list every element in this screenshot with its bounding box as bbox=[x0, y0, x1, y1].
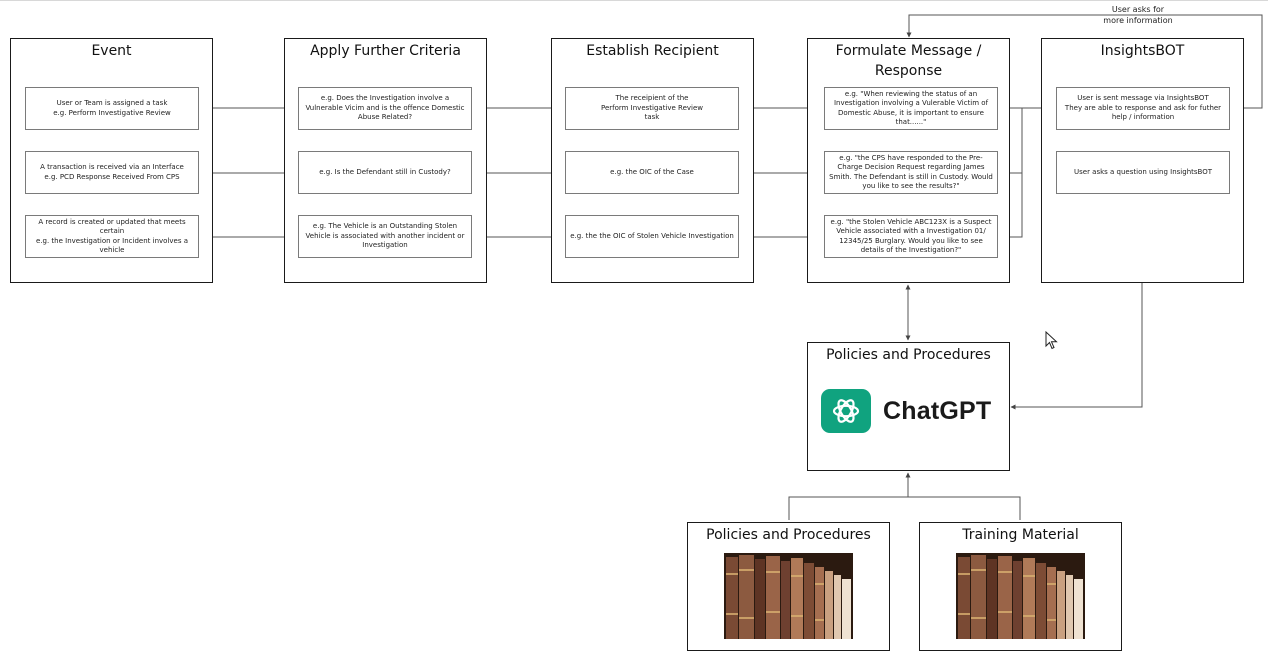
event-card-record: A record is created or updated that meet… bbox=[25, 215, 199, 258]
column-title: Establish Recipient bbox=[586, 43, 719, 59]
criteria-card-domestic-abuse: e.g. Does the Investigation involve a Vu… bbox=[298, 87, 472, 130]
message-card-cps-response: e.g. "the CPS have responded to the Pre-… bbox=[824, 151, 998, 194]
bookshelf-image bbox=[724, 553, 853, 639]
window-top-border bbox=[0, 0, 1268, 1]
feedback-note: User asks for more information bbox=[1103, 5, 1173, 25]
recipient-card-oic-case: e.g. the OIC of the Case bbox=[565, 151, 739, 194]
bot-card-user-question: User asks a question using InsightsBOT bbox=[1056, 151, 1230, 194]
source-title: Policies and Procedures bbox=[706, 527, 871, 543]
openai-icon bbox=[821, 389, 871, 433]
message-card-stolen-vehicle: e.g. "the Stolen Vehicle ABC123X is a Su… bbox=[824, 215, 998, 258]
criteria-card-custody: e.g. Is the Defendant still in Custody? bbox=[298, 151, 472, 194]
recipient-card-review-task: The receipient of the Perform Investigat… bbox=[565, 87, 739, 130]
recipient-card-oic-stolen-vehicle: e.g. the the OIC of Stolen Vehicle Inves… bbox=[565, 215, 739, 258]
bookshelf-image bbox=[956, 553, 1085, 639]
column-title: Formulate Message / Response bbox=[835, 43, 982, 79]
message-card-domestic-abuse: e.g. "When reviewing the status of an In… bbox=[824, 87, 998, 130]
bot-card-message-sent: User is sent message via InsightsBOT The… bbox=[1056, 87, 1230, 130]
event-card-task-assigned: User or Team is assigned a task e.g. Per… bbox=[25, 87, 199, 130]
mouse-cursor-icon bbox=[1045, 331, 1058, 350]
column-title: InsightsBOT bbox=[1100, 43, 1185, 59]
connector-sources-policies bbox=[788, 496, 1021, 520]
source-title: Training Material bbox=[962, 527, 1079, 543]
column-title: Apply Further Criteria bbox=[310, 43, 461, 59]
column-title: Event bbox=[91, 43, 132, 59]
chatgpt-wordmark: ChatGPT bbox=[883, 396, 992, 425]
chatgpt-logo: ChatGPT bbox=[821, 389, 991, 433]
policies-title: Policies and Procedures bbox=[826, 347, 991, 363]
event-card-transaction: A transaction is received via an Interfa… bbox=[25, 151, 199, 194]
criteria-card-stolen-vehicle: e.g. The Vehicle is an Outstanding Stole… bbox=[298, 215, 472, 258]
